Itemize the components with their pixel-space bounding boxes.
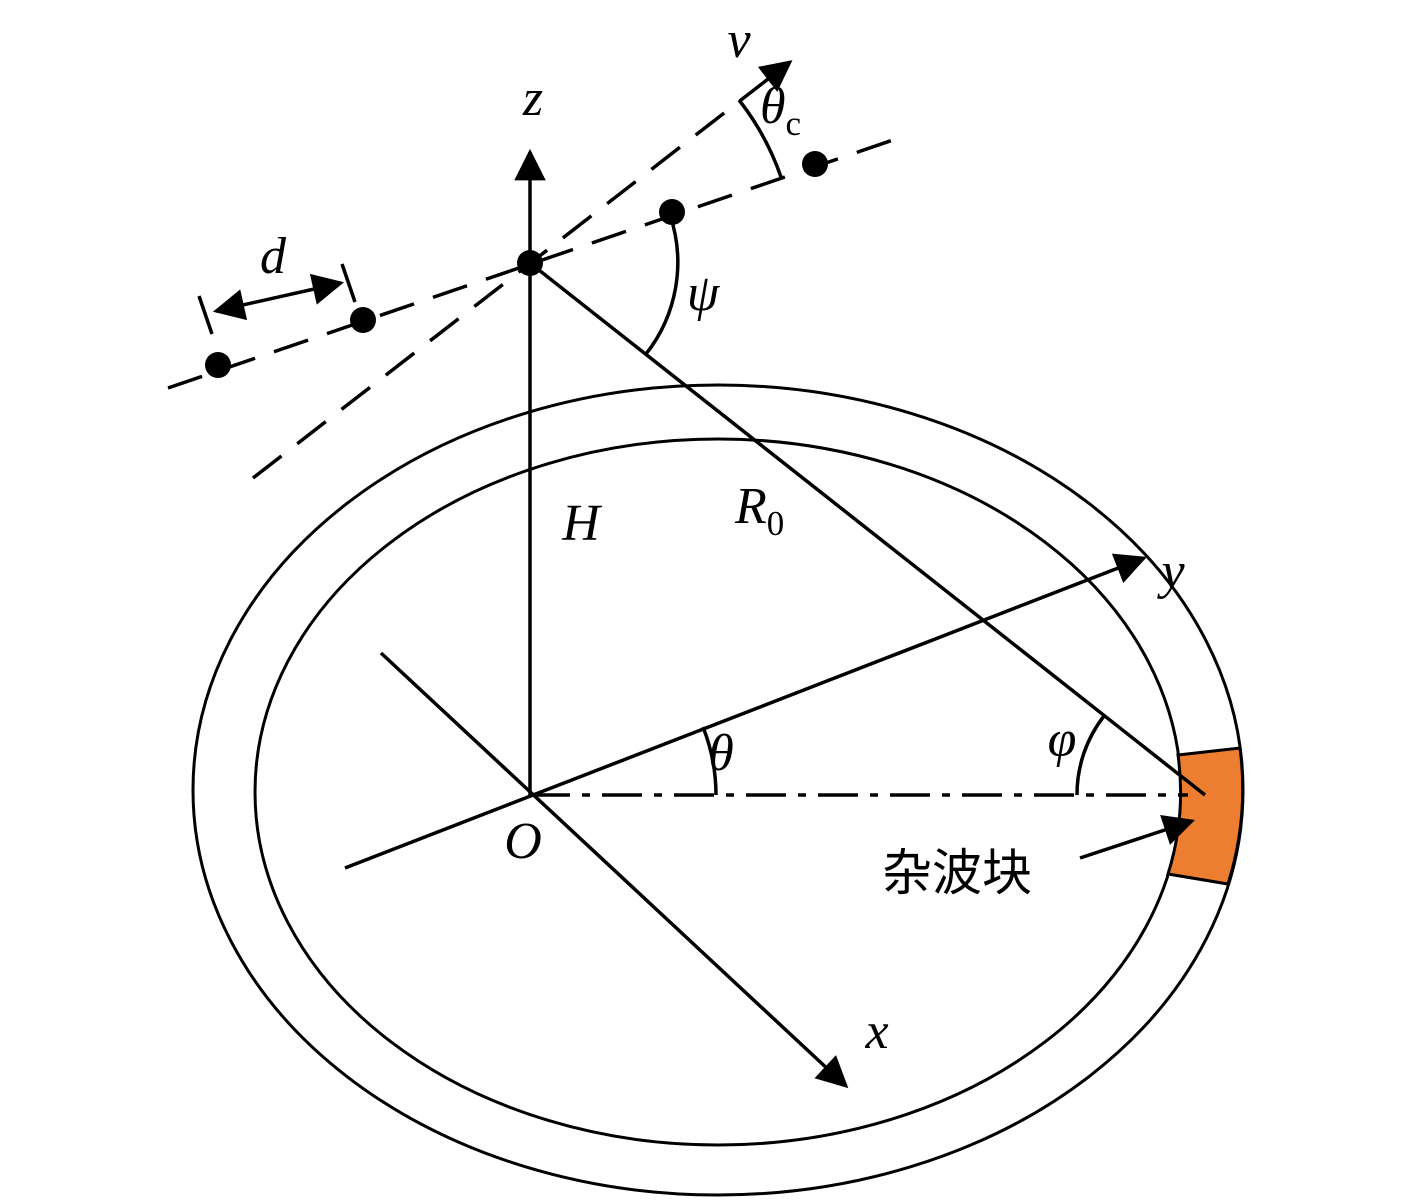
d-tick-left bbox=[197, 295, 214, 335]
slant-range-line bbox=[528, 261, 1207, 797]
clutter-ring-outer-ellipse bbox=[191, 383, 1245, 1197]
y-axis-label: y bbox=[1156, 543, 1185, 600]
array-axis-dashed-line bbox=[167, 138, 894, 390]
clutter-ring-inner-ellipse bbox=[253, 437, 1183, 1147]
height-label: H bbox=[561, 495, 602, 552]
array-element-dot bbox=[802, 151, 828, 177]
origin-label: O bbox=[504, 813, 542, 870]
azimuth-angle-label: θ bbox=[708, 725, 734, 782]
platform-dot bbox=[517, 250, 543, 276]
azimuth-angle-arc bbox=[701, 726, 718, 796]
x-axis-label: x bbox=[864, 1003, 888, 1060]
cone-angle-arc bbox=[737, 98, 783, 178]
cone-angle-label: θc bbox=[760, 78, 801, 143]
array-element-dot bbox=[350, 307, 376, 333]
d-measure-double-arrow bbox=[212, 273, 345, 321]
velocity-label: v bbox=[727, 12, 751, 69]
patch-pointer-arrow bbox=[1079, 814, 1195, 860]
z-axis-label: z bbox=[522, 70, 543, 127]
psi-angle-arc bbox=[644, 214, 680, 356]
slant-range-subscript: 0 bbox=[767, 504, 785, 543]
slant-range-label: R0 bbox=[734, 478, 784, 543]
y-axis-line bbox=[344, 553, 1147, 870]
grazing-angle-label: φ bbox=[1048, 711, 1077, 768]
clutter-patch bbox=[1166, 746, 1245, 886]
grazing-angle-arc bbox=[1075, 714, 1106, 796]
clutter-patch-label: 杂波块 bbox=[882, 845, 1032, 901]
cone-angle-symbol: θ bbox=[760, 78, 786, 135]
slant-range-symbol: R bbox=[734, 478, 767, 535]
psi-angle-label: ψ bbox=[687, 265, 721, 322]
cone-angle-subscript: c bbox=[786, 104, 802, 143]
x-axis-line bbox=[379, 651, 849, 1089]
d-tick-right bbox=[340, 263, 357, 303]
array-element-dot bbox=[205, 352, 231, 378]
array-element-dot bbox=[659, 199, 685, 225]
element-spacing-label: d bbox=[260, 228, 287, 285]
